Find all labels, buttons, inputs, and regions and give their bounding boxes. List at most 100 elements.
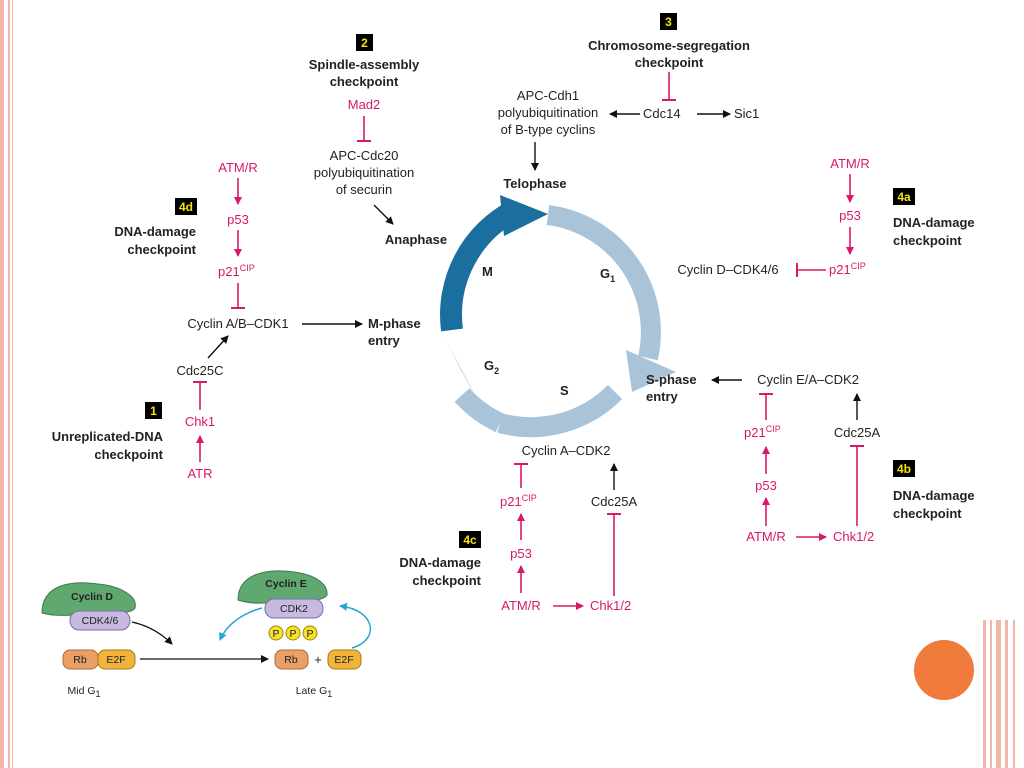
- badge-1: [145, 402, 162, 419]
- chk1-label: Chk1: [185, 414, 215, 429]
- phase-g2-label: G2: [484, 358, 499, 376]
- apc-cdc20-label: APC-Cdc20: [330, 148, 399, 163]
- c4c-p53-label: p53: [510, 546, 532, 561]
- checkpoint-4a-title: DNA-damage: [893, 215, 975, 230]
- arrow-cdk46-curve: [131, 621, 173, 645]
- badge-4a-number: 4a: [897, 190, 911, 204]
- e2f-mid-label: E2F: [106, 654, 125, 666]
- cyclin-a-cdk2-label: Cyclin A–CDK2: [522, 443, 611, 458]
- e2f-late-shape: [327, 649, 362, 670]
- slide-border-left: [0, 0, 13, 768]
- c4c-cdc25a-label: Cdc25A: [591, 494, 638, 509]
- sphase-entry-line2: entry: [646, 389, 679, 404]
- checkpoint-4d-subtitle: checkpoint: [127, 242, 196, 257]
- cyclin-d-label: Cyclin D: [71, 591, 113, 603]
- badge-4d-number: 4d: [179, 200, 193, 214]
- checkpoint-3-title: Chromosome-segregation: [588, 38, 750, 53]
- cyclin-d-cdk46-label: Cyclin D–CDK4/6: [677, 262, 778, 277]
- cdk46-shape: [69, 610, 131, 631]
- phase-s-label: S: [560, 383, 569, 398]
- c4d-atm-label: ATM/R: [218, 160, 257, 175]
- telophase-label: Telophase: [503, 176, 566, 191]
- slide-border-right: [983, 620, 1015, 768]
- arrow-blue-left: [219, 607, 263, 641]
- rb-mid-label: Rb: [73, 654, 87, 666]
- badge-3-number: 3: [665, 15, 672, 29]
- badge-4b: [893, 460, 915, 477]
- orange-dot: [914, 640, 974, 700]
- arrow-to-anaphase: [373, 204, 394, 225]
- cdk2-shape: [264, 598, 324, 619]
- apc-cdh1-line3: of B-type cyclins: [501, 122, 596, 137]
- phase-g1-label: G1: [600, 266, 615, 284]
- anaphase-label: Anaphase: [385, 232, 447, 247]
- checkpoint-1-title: Unreplicated-DNA: [52, 429, 164, 444]
- e2f-mid-shape: [97, 649, 136, 670]
- checkpoint-4d-title: DNA-damage: [114, 224, 196, 239]
- cdc14-label: Cdc14: [643, 106, 681, 121]
- checkpoint-3-subtitle: checkpoint: [635, 55, 704, 70]
- rb-late-shape: [274, 649, 309, 670]
- e2f-late-label: E2F: [334, 654, 353, 666]
- badge-4c-number: 4c: [463, 533, 477, 547]
- mad2-label: Mad2: [348, 97, 381, 112]
- apc-cdh1-label: APC-Cdh1: [517, 88, 579, 103]
- c4b-chk-label: Chk1/2: [833, 529, 874, 544]
- phospho-1-label: P: [272, 628, 279, 640]
- cyclin-ea-cdk2-label: Cyclin E/A–CDK2: [757, 372, 859, 387]
- checkpoint-4b-subtitle: checkpoint: [893, 506, 962, 521]
- checkpoint-4b-title: DNA-damage: [893, 488, 975, 503]
- cdc25c-label: Cdc25C: [177, 363, 224, 378]
- phospho-2-label: P: [289, 628, 296, 640]
- phase-m-label: M: [482, 264, 493, 279]
- cyclin-e-label: Cyclin E: [265, 578, 306, 590]
- c4b-cdc25a-label: Cdc25A: [834, 425, 881, 440]
- c4c-atm-label: ATM/R: [501, 598, 540, 613]
- checkpoint-4c-title: DNA-damage: [399, 555, 481, 570]
- badge-4b-number: 4b: [897, 462, 911, 476]
- badge-4d: [175, 198, 197, 215]
- phospho-3-label: P: [306, 628, 313, 640]
- phospho-2: [285, 625, 301, 641]
- c4a-atm-label: ATM/R: [830, 156, 869, 171]
- phospho-3: [302, 625, 318, 641]
- arrow-cdc25c-cdk1: [207, 335, 229, 359]
- late-g1-label: Late G1: [296, 685, 333, 699]
- checkpoint-2-subtitle: checkpoint: [330, 74, 399, 89]
- mphase-entry-line2: entry: [368, 333, 401, 348]
- plus-sign: +: [314, 652, 322, 667]
- sic1-label: Sic1: [734, 106, 759, 121]
- cdk2-label: CDK2: [280, 603, 308, 615]
- apc-cdc20-line2: polyubiquitination: [314, 165, 414, 180]
- mid-g1-label: Mid G1: [67, 685, 100, 699]
- phospho-1: [268, 625, 284, 641]
- checkpoint-2-title: Spindle-assembly: [309, 57, 420, 72]
- c4c-chk-label: Chk1/2: [590, 598, 631, 613]
- checkpoint-4c-subtitle: checkpoint: [412, 573, 481, 588]
- apc-cdc20-line3: of securin: [336, 182, 392, 197]
- atr-label: ATR: [187, 466, 212, 481]
- c4a-p53-label: p53: [839, 208, 861, 223]
- arrow-blue-loop: [339, 602, 371, 649]
- checkpoint-1-subtitle: checkpoint: [94, 447, 163, 462]
- c4d-p21-label: p21CIP: [218, 263, 255, 279]
- c4b-p53-label: p53: [755, 478, 777, 493]
- cdk46-label: CDK4/6: [82, 615, 119, 627]
- badge-4c: [459, 531, 481, 548]
- rb-late-label: Rb: [284, 654, 298, 666]
- badge-3: [660, 13, 677, 30]
- checkpoint-4a-subtitle: checkpoint: [893, 233, 962, 248]
- c4b-atm-label: ATM/R: [746, 529, 785, 544]
- badge-4a: [893, 188, 915, 205]
- c4d-p53-label: p53: [227, 212, 249, 227]
- c4c-p21-label: p21CIP: [500, 493, 537, 509]
- apc-cdh1-line2: polyubiquitination: [498, 105, 598, 120]
- badge-2-number: 2: [361, 36, 368, 50]
- badge-2: [356, 34, 373, 51]
- c4a-p21-label: p21CIP: [829, 261, 866, 277]
- mphase-entry-label: M-phase: [368, 316, 421, 331]
- cell-cycle-ring: [440, 195, 676, 438]
- c4b-p21-label: p21CIP: [744, 424, 781, 440]
- sphase-entry-label: S-phase: [646, 372, 697, 387]
